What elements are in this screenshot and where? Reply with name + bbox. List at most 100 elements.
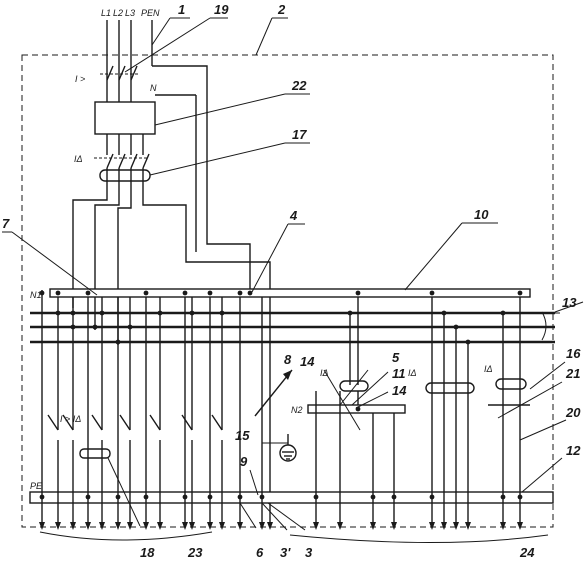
- junction-dot: [115, 494, 121, 500]
- callout-14a: 14: [300, 354, 315, 369]
- junction-dot: [182, 494, 188, 500]
- outgoing-arrow-icon: [391, 522, 397, 530]
- middle-rcd-group: IΔ: [315, 297, 395, 525]
- junction-dot: [99, 310, 105, 316]
- right-rcd-group: IΔ: [408, 297, 475, 525]
- junction-dot: [182, 290, 188, 296]
- callout-6: 6: [256, 545, 264, 560]
- junction-dot: [70, 324, 76, 330]
- outgoing-arrow-icon: [143, 522, 149, 530]
- junction-dot: [259, 494, 265, 500]
- residual-mark-right: IΔ: [408, 368, 417, 378]
- callout-22: 22: [291, 78, 307, 93]
- label-l1: L1: [101, 8, 111, 18]
- outgoing-arrow-icon: [157, 522, 163, 530]
- junction-dot: [157, 310, 163, 316]
- phase-feeders: [72, 168, 271, 525]
- callout-10: 10: [474, 207, 489, 222]
- junction-dot: [355, 290, 361, 296]
- label-l3: L3: [125, 8, 135, 18]
- callout-3: 3: [305, 545, 313, 560]
- overcurrent-mark-main: I >: [75, 74, 85, 84]
- callout-20: 20: [565, 405, 581, 420]
- callout-9: 9: [240, 454, 248, 469]
- combined-mark: I > IΔ: [60, 414, 81, 424]
- callout-18: 18: [140, 545, 155, 560]
- outgoing-arrow-icon: [259, 522, 265, 530]
- board-enclosure: [21, 54, 554, 528]
- callout-12: 12: [566, 443, 581, 458]
- pe-label: PE: [30, 481, 43, 491]
- outgoing-arrow-icon: [99, 522, 105, 530]
- junction-dot: [429, 494, 435, 500]
- junction-dot: [313, 494, 319, 500]
- junction-dot: [143, 290, 149, 296]
- n1-busbar: [49, 288, 531, 298]
- callout-7: 7: [2, 216, 10, 231]
- supply-conductors: L1 L2 L3 PEN: [101, 8, 160, 80]
- outgoing-arrow-icon: [39, 522, 45, 530]
- junction-dot: [207, 290, 213, 296]
- junction-dot: [500, 310, 506, 316]
- outgoing-arrow-icon: [39, 522, 523, 530]
- residual-mark-main: IΔ: [74, 154, 83, 164]
- callout-19: 19: [214, 2, 229, 17]
- junction-dot: [247, 290, 253, 296]
- junction-dot: [189, 310, 195, 316]
- single-rcd-group: IΔ: [484, 297, 530, 525]
- n2-label: N2: [291, 405, 303, 415]
- protective-device-block: [94, 101, 156, 135]
- callout-23: 23: [187, 545, 203, 560]
- pen-conductor: [152, 65, 251, 293]
- junction-dot: [127, 324, 133, 330]
- label-pen: PEN: [141, 8, 160, 18]
- callout-17: 17: [292, 127, 307, 142]
- outgoing-arrow-icon: [55, 522, 61, 530]
- outgoing-arrow-icon: [370, 522, 376, 530]
- callout-14b: 14: [392, 383, 407, 398]
- residual-mark-mid: IΔ: [320, 368, 329, 378]
- junction-dot: [39, 494, 45, 500]
- outgoing-arrow-icon: [500, 522, 506, 530]
- junction-dot: [370, 494, 376, 500]
- rcd-toroid-icon: [99, 169, 151, 182]
- residual-mark-single: IΔ: [484, 364, 493, 374]
- callout-16: 16: [566, 346, 581, 361]
- outgoing-arrow-icon: [207, 522, 213, 530]
- phase-busbars: [30, 311, 555, 344]
- junction-dot: [85, 494, 91, 500]
- junction-dot: [453, 324, 459, 330]
- outgoing-arrow-icon: [441, 522, 447, 530]
- junction-dot: [237, 494, 243, 500]
- junction-dot: [355, 406, 361, 412]
- callout-15: 15: [235, 428, 250, 443]
- junction-dot: [207, 494, 213, 500]
- outgoing-arrow-icon: [127, 522, 133, 530]
- callout-2: 2: [277, 2, 286, 17]
- junction-dots: [39, 290, 523, 500]
- junction-dot: [219, 310, 225, 316]
- junction-dot: [441, 310, 447, 316]
- callout-5: 5: [392, 350, 400, 365]
- outgoing-arrow-icon: [337, 522, 343, 530]
- switch-contact-icon: [47, 414, 223, 431]
- outgoing-arrow-icon: [453, 522, 459, 530]
- junction-dot: [347, 310, 353, 316]
- junction-dot: [85, 290, 91, 296]
- junction-dot: [429, 290, 435, 296]
- pe-busbar: [29, 491, 554, 504]
- rcbo-toroid-icon: [79, 448, 111, 459]
- outgoing-arrow-icon: [237, 522, 243, 530]
- junction-dot: [70, 310, 76, 316]
- callout-1: 1: [178, 2, 185, 17]
- junction-dot: [500, 494, 506, 500]
- junction-dot: [237, 290, 243, 296]
- junction-dot: [39, 290, 45, 296]
- neutral-mark: N: [150, 83, 157, 93]
- callout-11: 11: [392, 366, 406, 381]
- main-breaker: I >: [75, 65, 140, 102]
- outgoing-arrow-icon: [115, 522, 121, 530]
- junction-dot: [391, 494, 397, 500]
- main-rcd: IΔ: [74, 134, 151, 182]
